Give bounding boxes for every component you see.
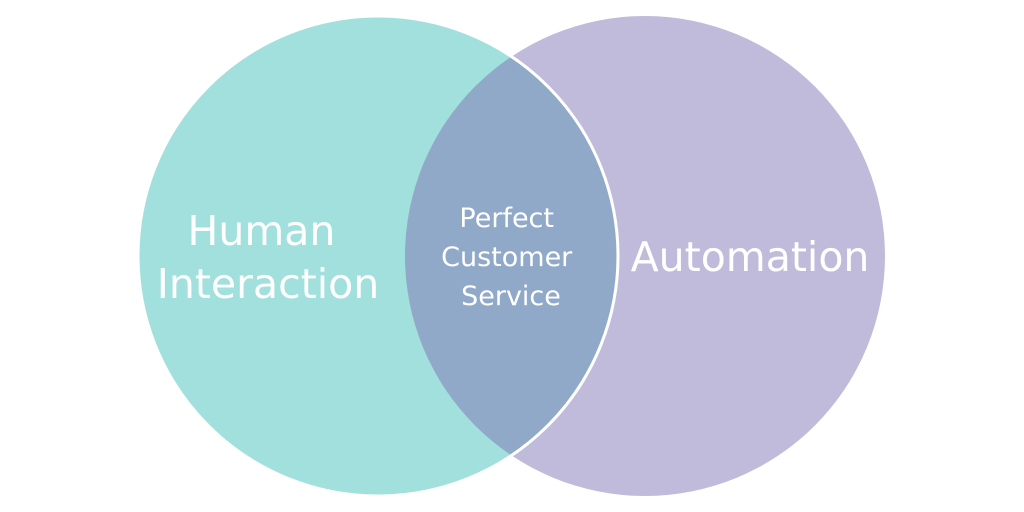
automation-label: Automation xyxy=(631,233,870,281)
human-interaction-label-line: Human xyxy=(188,207,336,255)
intersection-region xyxy=(405,16,618,496)
automation-label-line: Automation xyxy=(631,233,870,281)
intersection-label-line: Customer xyxy=(441,242,573,273)
intersection-label-line: Perfect xyxy=(459,203,554,234)
human-interaction-label-line: Interaction xyxy=(157,260,379,308)
human-interaction-label: Human Interaction xyxy=(157,207,379,308)
intersection-label-line: Service xyxy=(461,281,561,312)
intersection-label: Perfect Customer Service xyxy=(441,203,581,312)
human-interaction-outline xyxy=(136,14,620,498)
